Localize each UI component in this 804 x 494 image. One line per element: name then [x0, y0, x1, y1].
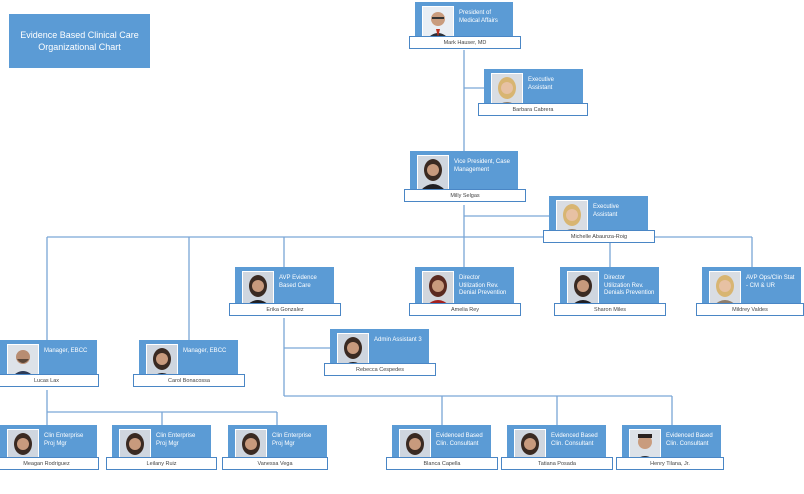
node-name: Henry Tilana, Jr.	[616, 457, 724, 470]
node-role-line: President of	[459, 10, 492, 16]
node-role-line: Denial Prevention	[459, 290, 507, 296]
chart-title-line-1: Evidence Based Clinical Care	[20, 30, 139, 40]
node-name: Blanca Capella	[386, 457, 498, 470]
node-role-line: Clin. Consultant	[436, 440, 479, 447]
node-role: Manager, EBCC	[44, 348, 95, 356]
person-photo-icon	[417, 155, 449, 191]
node-role-line: Proj Mgr	[44, 440, 67, 447]
node-role-line: Clin. Consultant	[666, 440, 709, 447]
node-role-line: Clin Enterprise	[272, 433, 312, 439]
node-role-line: Utilization Rev.	[604, 282, 644, 289]
node-role-line: Clin Enterprise	[156, 433, 196, 439]
node-role-line: Proj Mgr	[156, 440, 179, 447]
node-role-line: Executive	[593, 204, 620, 210]
node-role-line: Evidenced Based	[666, 433, 713, 439]
node-role-line: Management	[454, 166, 490, 173]
node-role-line: Director	[604, 275, 626, 281]
node-name: Milly Selgas	[404, 189, 526, 202]
node-name: Sharon Miles	[554, 303, 666, 316]
node-name: Vanessa Vega	[222, 457, 328, 470]
node-role-line: AVP Evidence	[279, 275, 317, 281]
node-role-line: Utilization Rev.	[459, 282, 499, 289]
node-role-line: AVP Ops/Clin Stat	[746, 275, 795, 281]
node-role-line: Clin Enterprise	[44, 433, 84, 439]
node-role-line: Based Care	[279, 282, 311, 289]
org-node-bonacossa: Manager, EBCC Carol Bonacossa	[133, 340, 245, 387]
org-node-lax: Manager, EBCC Lucas Lax	[0, 340, 99, 387]
node-name: Amelia Rey	[409, 303, 521, 316]
node-role: Admin Assistant 3	[374, 337, 427, 345]
node-name: Lucas Lax	[0, 374, 99, 387]
node-name: Meagan Rodriguez	[0, 457, 99, 470]
node-role-line: Denials Prevention	[604, 290, 655, 296]
node-role-line: Assistant	[528, 84, 553, 91]
node-name: Carol Bonacossa	[133, 374, 245, 387]
node-name: Mildrey Valdes	[696, 303, 804, 316]
person-photo-icon	[422, 271, 454, 307]
node-name: Michelle Abaunza-Roig	[543, 230, 655, 243]
person-photo-icon	[242, 271, 274, 307]
node-role-line: Vice President, Case	[454, 159, 510, 165]
node-role-line: Medical Affairs	[459, 17, 498, 24]
node-name: Rebecca Cespedes	[324, 363, 436, 376]
person-photo-icon	[567, 271, 599, 307]
org-node-valdes: AVP Ops/Clin Stat- CM & UR Mildrey Valdes	[696, 267, 804, 316]
node-name: Mark Hauser, MD	[409, 36, 521, 49]
person-photo-icon	[709, 271, 741, 307]
node-name: Barbara Cabrera	[478, 103, 588, 116]
node-role-line: Proj Mgr	[272, 440, 295, 447]
node-role-line: - CM & UR	[746, 282, 775, 289]
node-role-line: Manager, EBCC	[44, 348, 88, 354]
node-role: AVP Ops/Clin Stat- CM & UR	[746, 275, 799, 290]
node-name: Tatiana Posada	[501, 457, 613, 470]
node-role-line: Admin Assistant 3	[374, 337, 422, 343]
node-name: Leilany Ruiz	[106, 457, 217, 470]
node-role: Manager, EBCC	[183, 348, 236, 356]
node-role-line: Executive	[528, 77, 555, 83]
chart-title: Evidence Based Clinical Care Organizatio…	[9, 14, 150, 68]
chart-title-line-2: Organizational Chart	[38, 42, 121, 52]
node-role-line: Clin. Consultant	[551, 440, 594, 447]
person-photo-icon	[556, 200, 588, 236]
org-node-cespedes: Admin Assistant 3 Rebecca Cespedes	[324, 329, 436, 376]
node-role-line: Manager, EBCC	[183, 348, 227, 354]
node-role-line: Assistant	[593, 211, 618, 218]
node-role-line: Evidenced Based	[436, 433, 483, 439]
node-role-line: Director	[459, 275, 481, 281]
node-name: Erika Gonzalez	[229, 303, 341, 316]
node-role-line: Evidenced Based	[551, 433, 598, 439]
